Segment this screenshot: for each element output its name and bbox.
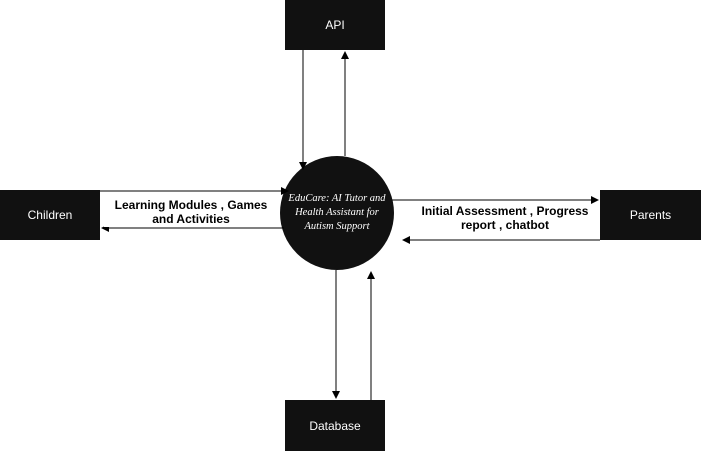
api-node: API xyxy=(285,0,385,50)
children-node: Children xyxy=(0,190,100,240)
parents-flow-label: Initial Assessment , Progress report , c… xyxy=(420,204,590,233)
center-process-label: EduCare: AI Tutor and Health Assistant f… xyxy=(288,193,386,233)
database-node: Database xyxy=(285,400,385,451)
center-process-circle xyxy=(280,156,394,270)
parents-node: Parents xyxy=(600,190,701,240)
children-flow-label: Learning Modules , Games and Activities xyxy=(104,198,278,227)
